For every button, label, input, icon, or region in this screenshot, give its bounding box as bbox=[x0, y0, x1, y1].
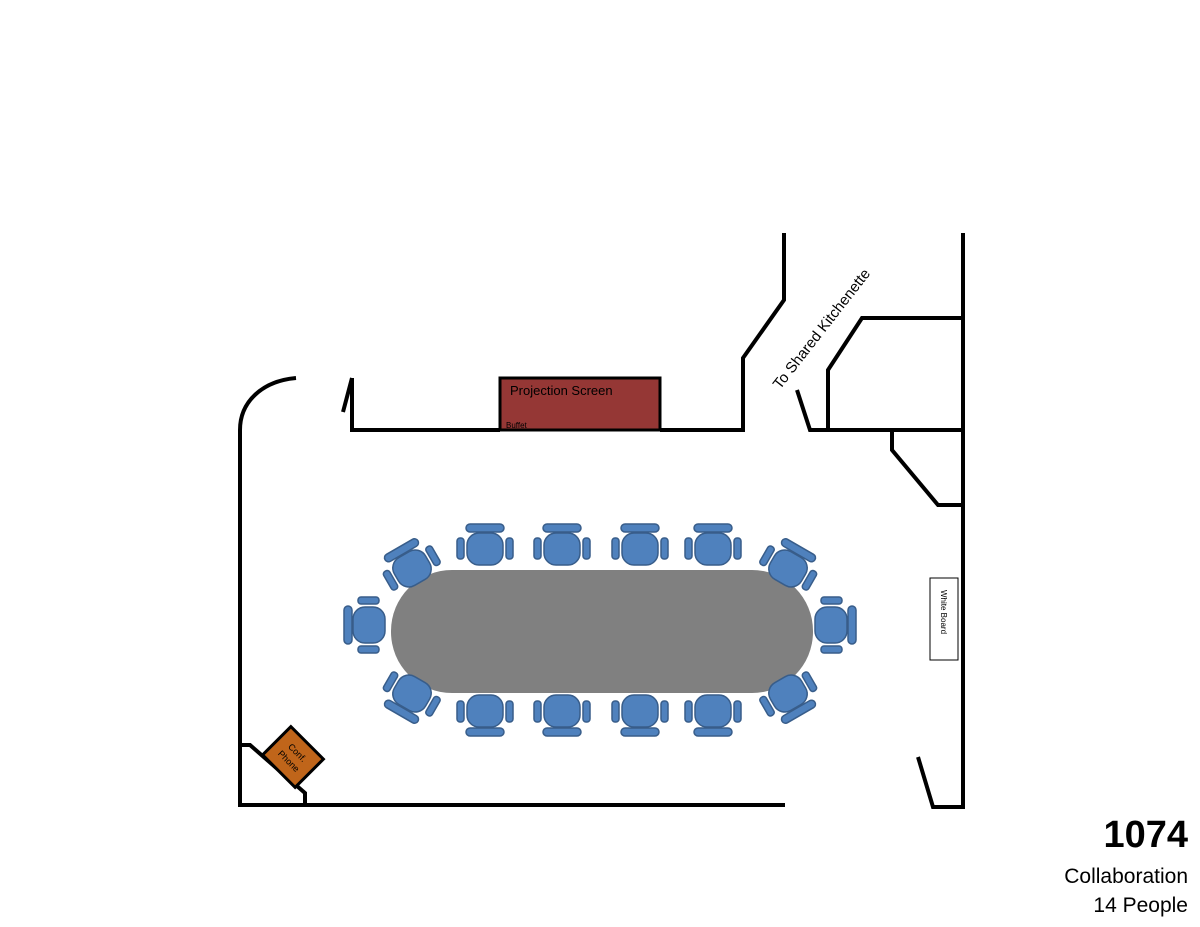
chair bbox=[343, 596, 386, 654]
conf-phone: Conf. Phone bbox=[260, 724, 326, 790]
chair bbox=[533, 523, 591, 566]
east-wall bbox=[916, 233, 965, 809]
room-number: 1074 bbox=[1103, 814, 1188, 856]
chair bbox=[382, 538, 441, 591]
chair bbox=[684, 694, 742, 737]
projection-screen: Projection Screen Buffet bbox=[498, 376, 662, 432]
chair bbox=[382, 671, 441, 724]
conference-table bbox=[391, 570, 813, 693]
chair bbox=[611, 694, 669, 737]
chair bbox=[611, 523, 669, 566]
east-alcove bbox=[890, 430, 963, 507]
room-type: Collaboration bbox=[1064, 865, 1188, 888]
chair bbox=[759, 671, 818, 724]
chair bbox=[814, 596, 857, 654]
kitchenette-opening bbox=[795, 389, 963, 432]
west-south-wall bbox=[238, 376, 785, 807]
projection-screen-label: Projection Screen bbox=[510, 383, 613, 398]
chair bbox=[759, 538, 818, 591]
north-wall-left bbox=[341, 377, 500, 432]
buffet-label: Buffet bbox=[506, 421, 528, 430]
whiteboard-label: White Board bbox=[939, 590, 948, 634]
chair bbox=[533, 694, 591, 737]
chairs bbox=[343, 523, 857, 737]
chair bbox=[684, 523, 742, 566]
north-wall-right bbox=[660, 233, 786, 432]
kitchenette-wall bbox=[826, 316, 963, 430]
chair bbox=[456, 694, 514, 737]
chair bbox=[456, 523, 514, 566]
whiteboard: White Board bbox=[929, 577, 959, 661]
room-capacity: 14 People bbox=[1093, 894, 1188, 917]
walls bbox=[238, 233, 965, 809]
